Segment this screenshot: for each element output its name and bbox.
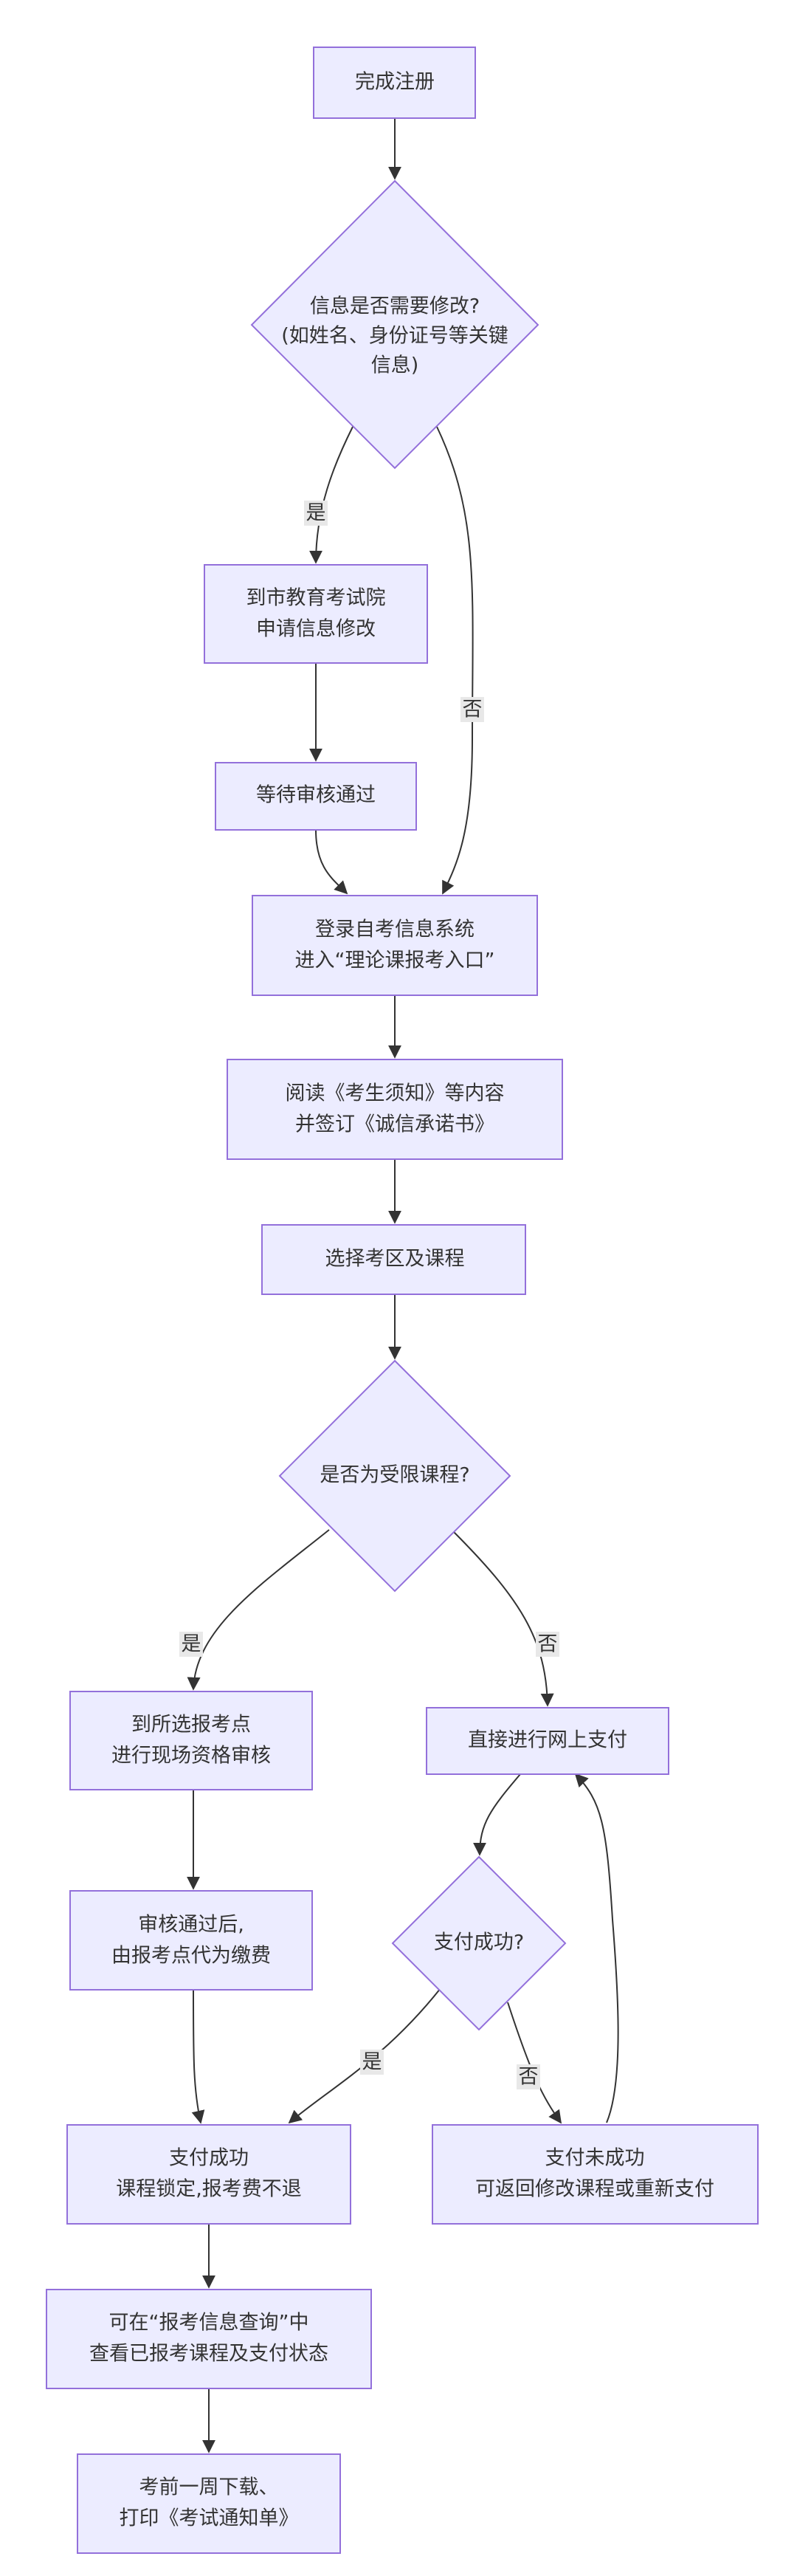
edge-payment-yes xyxy=(288,1988,441,2124)
node-text: 选择考区及课程 xyxy=(325,1248,465,1271)
decision-restricted-course: 是否为受限课程? xyxy=(278,1359,511,1593)
edge-label-bg xyxy=(360,2050,384,2075)
edge-label-payment-no: 否 xyxy=(519,2066,539,2089)
node-text-line1: 考前一周下载、 xyxy=(139,2476,279,2499)
node-text-line1: 可在“报考信息查询”中 xyxy=(109,2312,309,2335)
edge-restricted-yes xyxy=(187,1529,330,1691)
decision-text-line2: (如姓名、身份证号等关键 xyxy=(281,325,508,348)
node-agent-payment: 审核通过后, 由报考点代为缴费 xyxy=(69,1890,313,1991)
node-text: 完成注册 xyxy=(355,71,435,94)
node-text-line2: 并签订《诚信承诺书》 xyxy=(295,1113,494,1136)
edge-label-bg xyxy=(304,501,328,526)
node-text-line2: 申请信息修改 xyxy=(256,618,376,641)
decision-text: 是否为受限课程? xyxy=(320,1464,469,1487)
node-online-payment: 直接进行网上支付 xyxy=(426,1707,669,1775)
node-payment-failed: 支付未成功 可返回修改课程或重新支付 xyxy=(432,2124,759,2225)
node-onsite-review: 到所选报考点 进行现场资格审核 xyxy=(69,1691,313,1790)
decision-text-line1: 信息是否需要修改? xyxy=(310,295,480,318)
node-text-line2: 可返回修改课程或重新支付 xyxy=(475,2178,714,2201)
edge-modify-no xyxy=(436,426,474,895)
node-text: 等待审核通过 xyxy=(256,784,376,807)
edge-failed-to-online xyxy=(574,1773,619,2123)
decision-text-line3: 信息) xyxy=(371,354,419,377)
node-query-status: 可在“报考信息查询”中 查看已报考课程及支付状态 xyxy=(46,2289,372,2389)
node-wait-review: 等待审核通过 xyxy=(215,762,417,831)
node-text-line1: 阅读《考生须知》等内容 xyxy=(286,1082,505,1105)
edge-label-restricted-no: 否 xyxy=(538,1633,558,1656)
node-payment-success: 支付成功 课程锁定,报考费不退 xyxy=(66,2124,351,2225)
node-text-line1: 支付未成功 xyxy=(545,2147,645,2170)
node-select-courses: 选择考区及课程 xyxy=(261,1224,526,1295)
node-read-notice: 阅读《考生须知》等内容 并签订《诚信承诺书》 xyxy=(227,1059,563,1160)
edge-label-bg xyxy=(517,2064,540,2089)
node-complete-registration: 完成注册 xyxy=(313,47,476,119)
decision-info-modify: 信息是否需要修改? (如姓名、身份证号等关键 信息) xyxy=(250,179,539,470)
decision-payment-success: 支付成功? xyxy=(391,1855,567,2031)
edge-agent-to-success xyxy=(191,1989,205,2124)
node-print-notice: 考前一周下载、 打印《考试通知单》 xyxy=(77,2453,341,2554)
node-apply-modification: 到市教育考试院 申请信息修改 xyxy=(204,564,428,664)
edge-label-bg xyxy=(536,1632,559,1657)
node-text-line1: 登录自考信息系统 xyxy=(315,918,475,941)
node-text-line1: 到市教育考试院 xyxy=(246,587,386,610)
edge-label-modify-no: 否 xyxy=(463,698,483,721)
node-text-line2: 进行现场资格审核 xyxy=(111,1745,271,1768)
edge-payment-no xyxy=(507,2002,562,2124)
edge-label-restricted-yes: 是 xyxy=(182,1633,201,1656)
edge-wait-to-login xyxy=(315,829,348,895)
node-text-line2: 打印《考试通知单》 xyxy=(120,2507,299,2530)
edge-label-bg xyxy=(460,697,484,722)
edge-label-bg xyxy=(179,1632,203,1657)
edge-online-to-payment xyxy=(473,1773,521,1856)
node-text-line2: 进入“理论课报考入口” xyxy=(295,949,495,972)
edge-restricted-no xyxy=(451,1529,554,1707)
node-text-line2: 由报考点代为缴费 xyxy=(111,1945,271,1968)
node-text-line1: 到所选报考点 xyxy=(131,1714,251,1737)
node-login-system: 登录自考信息系统 进入“理论课报考入口” xyxy=(252,895,538,996)
node-text-line1: 审核通过后, xyxy=(138,1914,244,1937)
decision-text: 支付成功? xyxy=(434,1931,524,1954)
edge-modify-yes xyxy=(309,426,353,564)
node-text-line2: 查看已报考课程及支付状态 xyxy=(89,2343,328,2366)
node-text-line1: 支付成功 xyxy=(169,2147,249,2170)
edge-label-modify-yes: 是 xyxy=(306,502,326,525)
node-text: 直接进行网上支付 xyxy=(468,1729,627,1752)
edge-label-payment-yes: 是 xyxy=(362,2051,382,2074)
node-text-line2: 课程锁定,报考费不退 xyxy=(116,2178,302,2201)
